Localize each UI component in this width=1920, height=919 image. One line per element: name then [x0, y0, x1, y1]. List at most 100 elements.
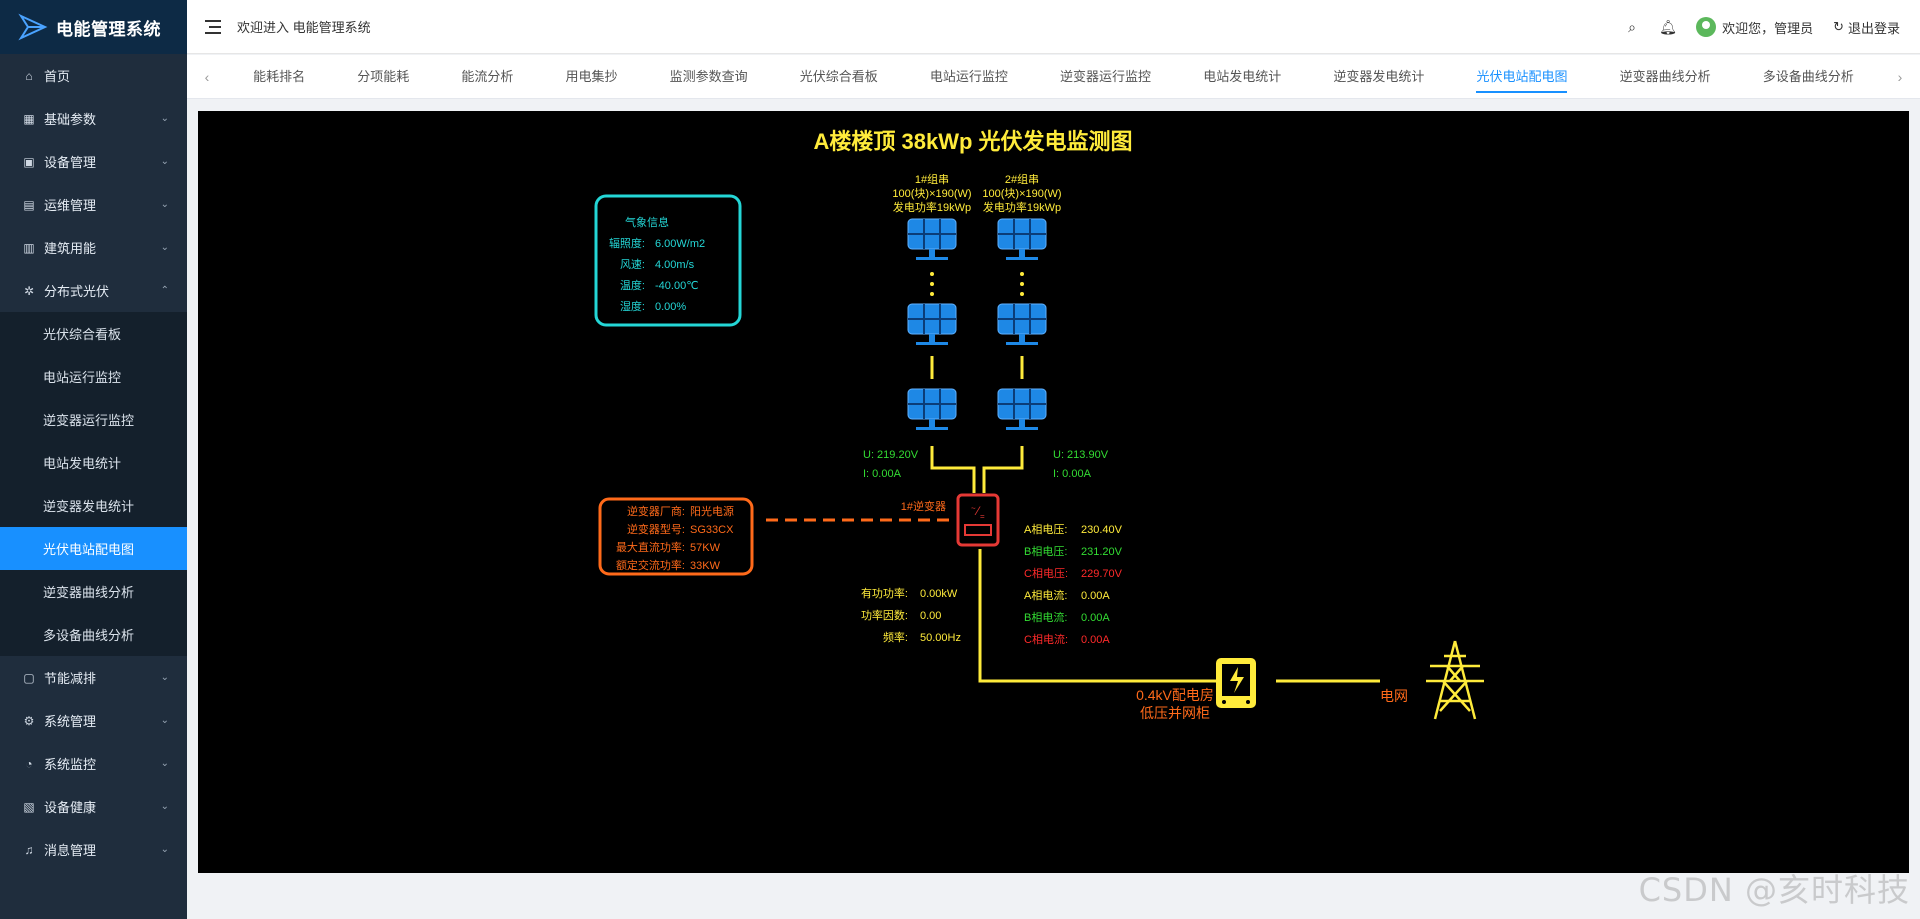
string1-power: 发电功率19kWp — [893, 200, 971, 214]
chevron-down-icon: ⌄ — [160, 199, 169, 210]
weather-value-wind: 4.00m/s — [655, 259, 695, 271]
menu-toggle-icon[interactable] — [205, 19, 223, 35]
sidebar-subitem-pv-distribution-diagram[interactable]: 光伏电站配电图 — [0, 527, 187, 570]
tab-station-stats[interactable]: 电站发电统计 — [1203, 68, 1282, 84]
svg-text:~: ~ — [971, 504, 976, 513]
frequency-value: 50.00Hz — [920, 632, 961, 644]
sidebar-subitem-station-stats[interactable]: 电站发电统计 — [43, 456, 122, 471]
watermark: CSDN @亥时科技 — [1638, 871, 1910, 909]
inverter-max-dc-label: 最大直流功率: — [616, 540, 685, 554]
string2-name: 2#组串 — [1005, 172, 1039, 186]
sidebar-subitem-inverter-monitor[interactable]: 逆变器运行监控 — [43, 413, 135, 428]
tab-scroll-left-icon[interactable]: ‹ — [204, 68, 210, 85]
sidebar-item-label: 系统管理 — [44, 714, 97, 729]
sidebar-subitem-multi-device-curve[interactable]: 多设备曲线分析 — [43, 628, 135, 643]
sidebar-item-energy-saving[interactable]: ▢ 节能减排 ⌄ — [0, 656, 187, 699]
maintenance-icon: ▤ — [23, 197, 35, 212]
logout-button[interactable]: ↻ 退出登录 — [1833, 18, 1900, 37]
string-ellipsis — [930, 272, 1024, 296]
sidebar-item-label: 基础参数 — [44, 112, 97, 127]
sidebar-item-device-management[interactable]: ▣ 设备管理 ⌄ — [0, 140, 187, 183]
solar-panel-icon — [907, 303, 957, 346]
power-tower-icon — [1426, 640, 1484, 720]
power-factor-value: 0.00 — [920, 610, 941, 622]
svg-text:=: = — [980, 512, 985, 521]
search-icon[interactable]: ⌕ — [1628, 18, 1636, 35]
sidebar-item-maintenance[interactable]: ▤ 运维管理 ⌄ — [0, 183, 187, 226]
chevron-down-icon: ⌄ — [160, 801, 169, 812]
tab-meter-reading[interactable]: 用电集抄 — [565, 68, 618, 84]
phase-c-voltage-label: C相电压: — [1024, 567, 1068, 580]
tab-bar: ‹ 能耗排名 分项能耗 能流分析 用电集抄 监测参数查询 光伏综合看板 电站运行… — [187, 55, 1920, 99]
sidebar-item-label: 设备管理 — [44, 155, 97, 170]
chevron-down-icon: ⌄ — [160, 844, 169, 855]
solar-panel-icon — [997, 303, 1047, 346]
phase-b-current-label: B相电流: — [1024, 610, 1067, 624]
sidebar-subitem-inverter-curve[interactable]: 逆变器曲线分析 — [43, 585, 135, 600]
sidebar-item-label: 首页 — [44, 69, 71, 84]
tab-energy-ranking[interactable]: 能耗排名 — [253, 68, 306, 84]
tab-pv-distribution-diagram[interactable]: 光伏电站配电图 — [1458, 55, 1585, 99]
phase-a-current-label: A相电流: — [1024, 588, 1067, 602]
weather-label-wind: 风速: — [620, 258, 645, 271]
tab-multi-device-curve[interactable]: 多设备曲线分析 — [1762, 68, 1854, 84]
building-icon: ▥ — [23, 240, 35, 255]
tab-pv-dashboard[interactable]: 光伏综合看板 — [799, 68, 878, 84]
avatar — [1696, 17, 1717, 37]
power-icon: ↻ — [1833, 19, 1844, 34]
active-power-label: 有功功率: — [861, 586, 908, 600]
phase-b-voltage-value: 231.20V — [1081, 546, 1123, 558]
tab-inverter-curve[interactable]: 逆变器曲线分析 — [1619, 68, 1711, 84]
weather-heading: 气象信息 — [625, 215, 669, 229]
weather-value-temperature: -40.00℃ — [655, 280, 699, 292]
sidebar-item-system-management[interactable]: ⚙ 系统管理 ⌄ — [0, 699, 187, 742]
weather-label-humidity: 湿度: — [620, 299, 645, 313]
phase-c-current-value: 0.00A — [1081, 634, 1110, 646]
app-title: 电能管理系统 — [56, 19, 161, 39]
inverter-model-label: 逆变器型号: — [627, 522, 685, 536]
tab-inverter-stats[interactable]: 逆变器发电统计 — [1333, 68, 1425, 84]
solar-panel-icon — [997, 218, 1047, 261]
tab-inverter-monitor[interactable]: 逆变器运行监控 — [1060, 68, 1152, 84]
phase-a-current-value: 0.00A — [1081, 590, 1110, 602]
sidebar-item-system-monitor[interactable]: ◔ 系统监控 ⌄ — [0, 742, 187, 785]
monitor-icon: ◔ — [25, 756, 33, 771]
chevron-down-icon: ⌄ — [160, 113, 169, 124]
chevron-down-icon: ⌄ — [160, 672, 169, 683]
tab-itemized-energy[interactable]: 分项能耗 — [357, 68, 410, 84]
grid-cabinet-icon[interactable] — [1216, 658, 1256, 708]
string2-voltage: U: 213.90V — [1053, 449, 1109, 461]
sidebar-subitem-station-monitor[interactable]: 电站运行监控 — [43, 370, 122, 385]
sidebar-subitem-pv-dashboard[interactable]: 光伏综合看板 — [43, 327, 122, 342]
tab-param-query[interactable]: 监测参数查询 — [669, 68, 748, 84]
sidebar-item-basic-params[interactable]: ▦ 基础参数 ⌄ — [0, 97, 187, 140]
solar-panel-icon — [997, 388, 1047, 431]
sidebar-subitem-inverter-stats[interactable]: 逆变器发电统计 — [43, 499, 135, 514]
active-power-value: 0.00kW — [920, 588, 958, 600]
sidebar-item-distributed-pv[interactable]: ✲ 分布式光伏 ⌃ — [0, 269, 187, 312]
submenu-distributed-pv: 光伏综合看板 电站运行监控 逆变器运行监控 电站发电统计 逆变器发电统计 光伏电… — [0, 312, 187, 656]
sidebar-item-label: 运维管理 — [44, 198, 97, 213]
string1-current: I: 0.00A — [863, 468, 902, 480]
gear-icon: ⚙ — [23, 713, 35, 728]
message-icon: ♫ — [24, 842, 34, 857]
sidebar-item-device-health[interactable]: ▧ 设备健康 ⌄ — [0, 785, 187, 828]
inverter-info-panel: 逆变器厂商: 阳光电源 逆变器型号: SG33CX 最大直流功率: 57KW 额… — [598, 497, 754, 576]
bell-icon[interactable]: 🔔︎ — [1659, 18, 1677, 35]
weather-value-humidity: 0.00% — [655, 301, 686, 313]
inverter-icon[interactable]: ⁄ ~ = — [956, 493, 1000, 547]
user-menu[interactable]: 欢迎您，管理员 — [1696, 17, 1813, 37]
tab-station-monitor[interactable]: 电站运行监控 — [929, 68, 1008, 84]
app-logo[interactable]: 电能管理系统 — [0, 0, 187, 54]
pv-diagram: A楼楼顶 38kWp 光伏发电监测图 气象信息 辐照度: 6.00W/m2 风速… — [594, 129, 1484, 721]
user-greeting: 欢迎您，管理员 — [1722, 20, 1814, 36]
tab-scroll-right-icon[interactable]: › — [1897, 68, 1903, 85]
inverter-vendor-label: 逆变器厂商: — [627, 504, 685, 518]
welcome-text: 欢迎进入 电能管理系统 — [237, 20, 371, 35]
sidebar-item-message-management[interactable]: ♫ 消息管理 ⌄ — [0, 828, 187, 871]
sidebar-item-home[interactable]: ⌂ 首页 — [0, 54, 187, 97]
tab-energy-flow[interactable]: 能流分析 — [461, 68, 514, 84]
sidebar-item-building-energy[interactable]: ▥ 建筑用能 ⌄ — [0, 226, 187, 269]
chevron-down-icon: ⌄ — [160, 758, 169, 769]
distribution-room-label: 0.4kV配电房 — [1136, 687, 1214, 703]
